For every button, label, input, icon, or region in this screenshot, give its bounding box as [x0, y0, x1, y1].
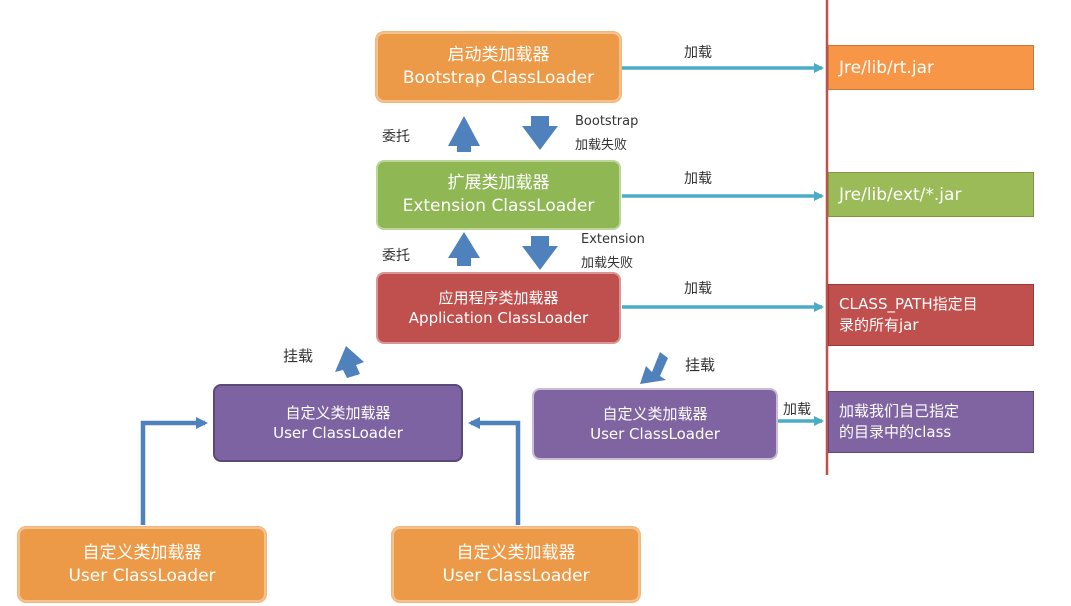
mount-label-right: 挂载: [685, 356, 716, 374]
user-loader-bottom-right-en: User ClassLoader: [442, 565, 590, 586]
target-ext-jar: Jre/lib/ext/*.jar: [828, 172, 1034, 217]
mount-arrow-left: [335, 346, 364, 378]
target-custom-dir-line1: 加载我们自己指定: [839, 402, 960, 420]
user-loader-left-box: 自定义类加载器 User ClassLoader: [213, 384, 463, 462]
elbow-arrow-right: [468, 417, 521, 525]
extension-loader-box: 扩展类加载器 Extension ClassLoader: [376, 160, 621, 230]
user-loader-bottom-left-box: 自定义类加载器 User ClassLoader: [18, 527, 266, 602]
load-label-user: 加载: [783, 402, 811, 418]
target-class-path-line2: 录的所有jar: [839, 316, 919, 334]
extension-fail-label-2: 加载失败: [581, 256, 634, 271]
delegate-up-arrow-2: [448, 232, 480, 266]
user-loader-right-en: User ClassLoader: [590, 425, 720, 443]
user-loader-bottom-right-box: 自定义类加载器 User ClassLoader: [392, 527, 640, 602]
bootstrap-fail-label-1: Bootstrap: [575, 114, 639, 129]
load-label-extension: 加载: [684, 171, 712, 187]
delegate-label-2: 委托: [382, 248, 410, 264]
user-loader-left-en: User ClassLoader: [273, 424, 403, 442]
target-custom-dir: 加载我们自己指定 的目录中的class: [828, 391, 1034, 453]
target-rt-jar-text: Jre/lib/rt.jar: [839, 57, 934, 78]
application-loader-en: Application ClassLoader: [408, 309, 589, 327]
mount-label-left: 挂载: [283, 347, 314, 365]
bootstrap-loader-box: 启动类加载器 Bootstrap ClassLoader: [376, 32, 621, 102]
user-loader-bottom-left-en: User ClassLoader: [68, 565, 216, 586]
fail-down-arrow-2: [522, 236, 558, 270]
application-loader-cn: 应用程序类加载器: [438, 288, 559, 307]
delegate-up-arrow-1: [448, 116, 480, 152]
extension-loader-cn: 扩展类加载器: [447, 173, 550, 194]
user-loader-bottom-left-cn: 自定义类加载器: [82, 542, 202, 563]
extension-loader-en: Extension ClassLoader: [402, 196, 595, 216]
target-ext-jar-text: Jre/lib/ext/*.jar: [839, 184, 962, 205]
user-loader-left-cn: 自定义类加载器: [285, 403, 391, 422]
target-class-path-line1: CLASS_PATH指定目: [839, 295, 978, 313]
user-loader-right-box: 自定义类加载器 User ClassLoader: [532, 388, 778, 460]
fail-down-arrow-1: [522, 116, 558, 150]
application-loader-box: 应用程序类加载器 Application ClassLoader: [376, 272, 621, 344]
load-label-bootstrap: 加载: [684, 45, 712, 61]
bootstrap-loader-cn: 启动类加载器: [447, 45, 550, 66]
load-label-application: 加载: [684, 281, 712, 297]
delegate-label-1: 委托: [382, 129, 410, 145]
bootstrap-loader-en: Bootstrap ClassLoader: [402, 68, 595, 88]
bootstrap-fail-label-2: 加载失败: [575, 138, 628, 153]
target-rt-jar: Jre/lib/rt.jar: [828, 45, 1034, 90]
user-loader-right-cn: 自定义类加载器: [602, 404, 708, 423]
target-class-path: CLASS_PATH指定目 录的所有jar: [828, 284, 1034, 346]
elbow-arrow-left: [140, 417, 208, 525]
extension-fail-label-1: Extension: [581, 232, 645, 247]
user-loader-bottom-right-cn: 自定义类加载器: [456, 542, 576, 563]
mount-arrow-right: [640, 352, 668, 384]
target-custom-dir-line2: 的目录中的class: [839, 423, 952, 441]
